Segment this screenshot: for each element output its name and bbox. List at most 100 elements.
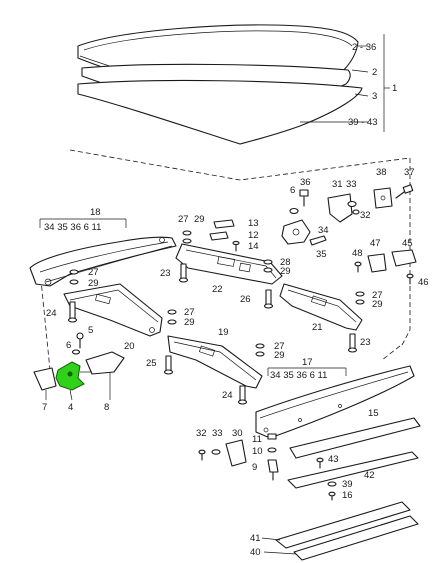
- callout-39-43: 39 - 43: [348, 117, 378, 128]
- callout-15: 15: [368, 408, 379, 419]
- callout-13: 13: [248, 218, 259, 229]
- callout-37: 37: [404, 167, 415, 178]
- seal-40: [293, 515, 419, 561]
- bolt-36: [299, 189, 309, 207]
- bracket-30: [225, 439, 247, 467]
- callout-20: 20: [124, 341, 135, 352]
- callout-31: 31: [332, 179, 343, 190]
- clip-11: [267, 433, 277, 440]
- washer-6-upper: [289, 207, 299, 215]
- callout-27-front: 27: [88, 267, 99, 278]
- washers-27-29-rail19: [255, 343, 265, 357]
- callout-16: 16: [342, 490, 353, 501]
- callout-group-18: 34 35 36 6 11: [44, 222, 101, 233]
- washers-27-29-top: [182, 230, 192, 244]
- callout-29-rail19: 29: [274, 350, 285, 361]
- callout-34: 34: [318, 225, 329, 236]
- callout-23-left: 23: [160, 268, 171, 279]
- callout-45: 45: [402, 238, 413, 249]
- screw-48: [354, 261, 362, 273]
- pin-23-right: [347, 333, 358, 353]
- callout-29-mid: 29: [280, 266, 291, 277]
- callout-28: 28: [280, 257, 291, 268]
- pin-24-right: [237, 385, 248, 405]
- callout-35: 35: [316, 249, 327, 260]
- callout-43: 43: [328, 454, 339, 465]
- callout-3: 3: [372, 91, 377, 102]
- bracket-7: [33, 367, 57, 391]
- callout-19: 19: [218, 327, 229, 338]
- callout-29-front: 29: [88, 278, 99, 289]
- strip-42: [287, 451, 419, 489]
- washer-10: [267, 447, 277, 453]
- washer-6-lower: [71, 349, 81, 355]
- callout-8: 8: [104, 402, 109, 413]
- washers-28-29: [263, 259, 273, 273]
- callout-10: 10: [252, 446, 263, 457]
- callout-32-lower: 32: [196, 428, 207, 439]
- screw-46: [406, 273, 414, 285]
- pin-26: [263, 289, 274, 309]
- callout-4: 4: [68, 402, 73, 413]
- stud-9: [267, 459, 279, 481]
- handle-8: [80, 351, 125, 375]
- callout-22: 22: [212, 284, 223, 295]
- callout-23-right: 23: [360, 337, 371, 348]
- washer-39: [327, 481, 337, 487]
- pin-23-left: [178, 263, 189, 283]
- washer-33-lower: [211, 449, 221, 455]
- callout-6-lower: 6: [66, 340, 71, 351]
- callout-39: 39: [342, 479, 353, 490]
- clip-45: [391, 249, 417, 267]
- washers-27-29-rail21: [355, 291, 365, 305]
- callout-29-top: 29: [194, 214, 205, 225]
- callout-29-rail20: 29: [184, 317, 195, 328]
- callout-32-upper: 32: [360, 210, 371, 221]
- washers-27-29-front: [69, 269, 79, 285]
- lock-34: [281, 219, 311, 245]
- rail-21: [279, 283, 363, 331]
- callout-2-36: 2 - 36: [352, 42, 376, 53]
- front-frame-18: [29, 236, 177, 287]
- bolt-37: [395, 184, 414, 199]
- callout-9: 9: [252, 462, 257, 473]
- callout-17: 17: [302, 357, 313, 368]
- seal-41: [275, 501, 411, 549]
- plate-38: [373, 187, 393, 209]
- callout-47: 47: [370, 238, 381, 249]
- callout-5: 5: [88, 325, 93, 336]
- callout-33-upper: 33: [346, 179, 357, 190]
- bracket-31: [327, 193, 353, 223]
- callout-46: 46: [418, 277, 429, 288]
- callout-26: 26: [240, 294, 251, 305]
- roof-headliner: [77, 79, 363, 145]
- callout-7: 7: [42, 402, 47, 413]
- callout-24-left: 24: [46, 308, 57, 319]
- screw-32-lower: [198, 449, 206, 461]
- screw-43: [316, 457, 324, 469]
- bracket-12: [209, 231, 229, 241]
- pin-25: [163, 355, 174, 375]
- callout-33-lower: 33: [212, 428, 223, 439]
- callout-38: 38: [376, 167, 387, 178]
- screw-14: [232, 240, 240, 252]
- callout-27-rail21: 27: [372, 290, 383, 301]
- callout-27-rail20: 27: [184, 307, 195, 318]
- callout-18: 18: [90, 207, 101, 218]
- callout-6-upper: 6: [290, 185, 295, 196]
- bracket-47: [367, 253, 387, 273]
- screw-16: [328, 491, 336, 501]
- callout-2: 2: [372, 67, 377, 78]
- bracket-13: [213, 219, 235, 229]
- callout-27-rail19: 27: [274, 341, 285, 352]
- callout-21: 21: [312, 322, 323, 333]
- callout-30: 30: [232, 428, 243, 439]
- callout-1: 1: [392, 83, 397, 94]
- callout-11: 11: [252, 434, 262, 445]
- washer-33-upper: [347, 200, 357, 208]
- nut-32-upper: [352, 209, 360, 215]
- callout-40: 40: [250, 547, 261, 558]
- rail-19: [167, 335, 263, 389]
